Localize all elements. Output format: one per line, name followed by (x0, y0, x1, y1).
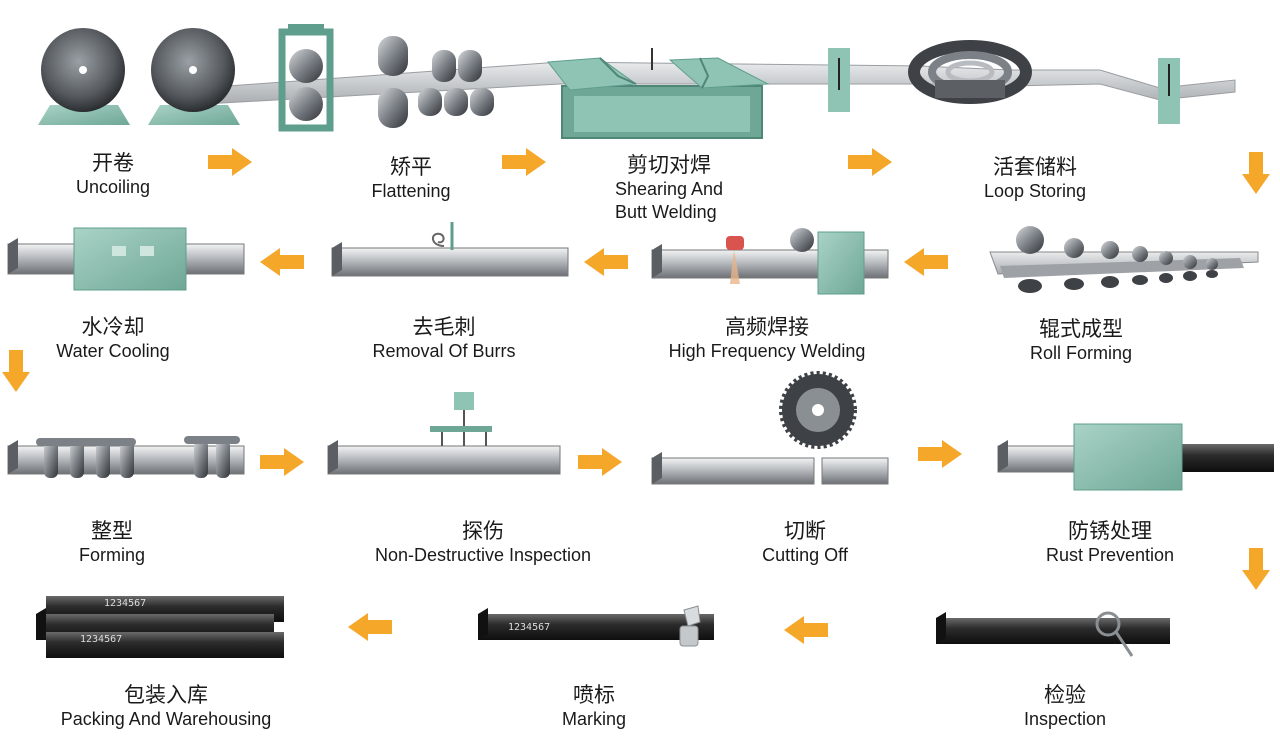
step-removal-of-burrs: 去毛刺 Removal Of Burrs (372, 314, 515, 363)
step-en: Forming (78, 545, 146, 565)
step-shearing-butt-welding: 剪切对焊 Shearing And Butt Welding (615, 152, 723, 224)
arrow-down-1 (1242, 152, 1270, 194)
step-cn: 整型 (90, 519, 133, 543)
arrow-left-1 (904, 248, 948, 276)
arrow-right-5 (578, 448, 622, 476)
flow-arrows (2, 148, 1270, 644)
step-cn: 包装入库 (124, 683, 208, 707)
arrow-down-3 (1242, 548, 1270, 590)
step-en: Flattening (371, 181, 451, 201)
arrow-down-2 (2, 350, 30, 392)
arrow-right-1 (208, 148, 252, 176)
arrow-left-4 (784, 616, 828, 644)
step-en: Removal Of Burrs (372, 341, 516, 361)
arrow-right-6 (918, 440, 962, 468)
flattener (278, 24, 334, 132)
step-cn: 检验 (1044, 683, 1086, 707)
step-cn: 探伤 (461, 519, 504, 543)
hf-welding-unit (651, 228, 889, 295)
rust-prevention-unit (997, 423, 1274, 491)
step-en: Roll Forming (1029, 343, 1133, 363)
step-cutting-off: 切断 Cutting Off (762, 518, 848, 567)
step-forming: 整型 Forming (79, 518, 145, 567)
strip-guide-1 (828, 48, 850, 112)
forming-unit (7, 436, 245, 478)
step-loop-storing: 活套储料 Loop Storing (984, 154, 1086, 203)
step-cn: 辊式成型 (1039, 317, 1123, 341)
strip-guide-2 (1158, 58, 1180, 124)
step-cn: 高频焊接 (725, 315, 809, 339)
step-en: Inspection (1023, 709, 1107, 729)
leveling-rolls (378, 36, 494, 128)
roll-forming-unit (989, 226, 1259, 293)
step-packing-and-warehousing: 包装入库 Packing And Warehousing (61, 682, 271, 731)
arrow-left-3 (260, 248, 304, 276)
step-uncoiling: 开卷 Uncoiling (76, 150, 150, 199)
step-en: Shearing And (614, 179, 724, 199)
step-en: Water Cooling (56, 341, 170, 361)
uncoiler-2 (148, 28, 240, 125)
step-en: Cutting Off (762, 545, 848, 565)
arrow-right-3 (848, 148, 892, 176)
step-cn: 活套储料 (992, 155, 1077, 179)
arrow-left-5 (348, 613, 392, 641)
step-high-frequency-welding: 高频焊接 High Frequency Welding (669, 314, 866, 363)
step-cn: 喷标 (573, 683, 615, 707)
packed-pipes (36, 596, 284, 658)
step-rust-prevention: 防锈处理 Rust Prevention (1046, 518, 1174, 567)
step-en: Marking (561, 709, 627, 729)
step-cn: 水冷却 (81, 315, 145, 339)
step-marking: 喷标 Marking (562, 682, 626, 731)
arrow-right-4 (260, 448, 304, 476)
water-cooling-unit (7, 227, 245, 291)
step-non-destructive-inspection: 探伤 Non-Destructive Inspection (375, 518, 591, 567)
step-cn: 去毛刺 (412, 315, 476, 339)
inspection-unit (936, 611, 1170, 657)
shear-welder (547, 48, 770, 139)
step-inspection: 检验 Inspection (1024, 682, 1106, 731)
step-en: Non-Destructive Inspection (374, 545, 592, 565)
cutting-unit (651, 371, 889, 485)
step-en: Loop Storing (983, 181, 1087, 201)
step-en: Uncoiling (75, 177, 151, 197)
ndt-unit (327, 392, 561, 475)
uncoiler-1 (38, 28, 130, 125)
step-flattening: 矫平 Flattening (371, 154, 450, 203)
step-en: High Frequency Welding (668, 341, 866, 361)
marking-unit (478, 605, 714, 647)
step-en: Packing And Warehousing (60, 709, 272, 729)
arrow-right-2 (502, 148, 546, 176)
step-cn: 开卷 (91, 151, 134, 175)
step-water-cooling: 水冷却 Water Cooling (56, 314, 169, 363)
pipe-code-1: 1234567 (104, 598, 147, 609)
step-cn: 防锈处理 (1067, 519, 1152, 543)
step-en-2: Butt Welding (614, 202, 717, 222)
step-roll-forming: 辊式成型 Roll Forming (1030, 316, 1132, 365)
step-cn: 矫平 (390, 155, 432, 179)
arrow-left-2 (584, 248, 628, 276)
loop-accumulator (908, 40, 1032, 104)
pipe-code-2: 1234567 (80, 634, 123, 645)
pipe-code-3: 1234567 (508, 622, 551, 633)
deburring-unit (331, 222, 569, 277)
step-cn: 剪切对焊 (627, 153, 711, 177)
step-cn: 切断 (784, 519, 826, 543)
step-en: Rust Prevention (1045, 545, 1175, 565)
